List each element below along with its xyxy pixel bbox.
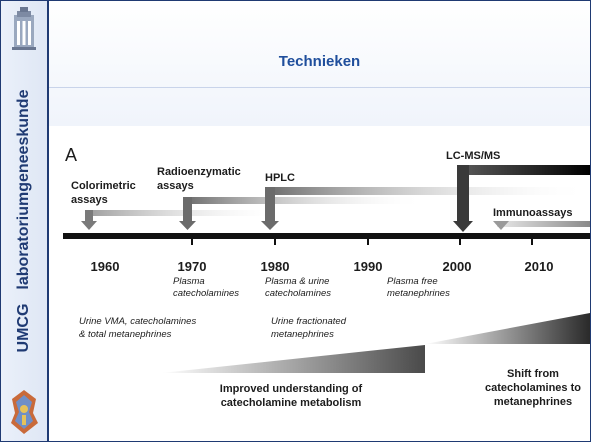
timeline-diagram: A Colorimetric assays Radioenzymatic ass… xyxy=(63,145,590,409)
milestone-label: catecholamines xyxy=(265,288,331,299)
lcmsms-arrowhead xyxy=(453,221,473,232)
immunoassays-bar xyxy=(497,221,590,227)
year-label: 1980 xyxy=(261,259,290,274)
lcmsms-stem xyxy=(457,165,469,225)
building-logo-icon xyxy=(12,7,36,50)
trend-label: metanephrines xyxy=(494,396,572,408)
colorimetric-stem xyxy=(85,210,93,222)
header-divider xyxy=(49,87,590,88)
milestone-label: Plasma xyxy=(173,276,205,287)
milestone-label: metanephrines xyxy=(387,288,450,299)
radioenzymatic-arrowhead xyxy=(179,221,196,230)
trend-label: Shift from xyxy=(507,368,559,380)
technique-label: Radioenzymatic xyxy=(157,166,241,178)
radioenzymatic-bar xyxy=(185,197,425,204)
technique-label: assays xyxy=(157,180,194,192)
axis-tick xyxy=(191,239,193,245)
urine-note: Urine VMA, catecholamines xyxy=(79,316,196,327)
technique-label: Colorimetric xyxy=(71,180,136,192)
sidebar: UMCG laboratoriumgeneeskunde xyxy=(1,1,49,441)
panel-label: A xyxy=(65,145,77,165)
sidebar-title: UMCG laboratoriumgeneeskunde xyxy=(15,90,33,353)
axis-tick xyxy=(459,239,461,245)
axis-tick xyxy=(367,239,369,245)
timeline-figure: A Colorimetric assays Radioenzymatic ass… xyxy=(61,141,590,431)
technique-label: LC-MS/MS xyxy=(446,150,500,162)
trend-label: catecholamines to xyxy=(485,382,581,394)
department-name: laboratoriumgeneeskunde xyxy=(15,89,32,290)
timeline-axis xyxy=(63,233,590,239)
year-label: 1970 xyxy=(178,259,207,274)
understanding-wedge xyxy=(161,345,425,373)
milestone-label: catecholamines xyxy=(173,288,239,299)
urine-note: metanephrines xyxy=(271,329,334,340)
year-label: 2000 xyxy=(443,259,472,274)
header xyxy=(49,1,590,126)
trend-label: Improved understanding of xyxy=(220,383,363,395)
shift-wedge xyxy=(425,313,590,344)
axis-tick xyxy=(274,239,276,245)
immunoassays-arrowhead xyxy=(493,221,509,230)
org-name: UMCG xyxy=(15,303,32,353)
lcmsms-bar xyxy=(459,165,590,175)
technique-label: HPLC xyxy=(265,172,295,184)
year-label: 1990 xyxy=(354,259,383,274)
hplc-bar xyxy=(267,187,590,195)
hplc-arrowhead xyxy=(261,221,279,230)
milestone-label: Plasma & urine xyxy=(265,276,329,287)
colorimetric-arrowhead xyxy=(81,221,97,230)
technique-label: Immunoassays xyxy=(493,207,572,219)
radioenzymatic-stem xyxy=(183,197,192,221)
year-label: 1960 xyxy=(91,259,120,274)
emblem-icon xyxy=(11,390,38,434)
urine-note: & total metanephrines xyxy=(79,329,172,340)
technique-label: assays xyxy=(71,194,108,206)
urine-note: Urine fractionated xyxy=(271,316,347,327)
year-label: 2010 xyxy=(525,259,554,274)
page-title: Technieken xyxy=(278,53,361,70)
hplc-stem xyxy=(265,187,275,221)
axis-tick xyxy=(531,239,533,245)
trend-label: catecholamine metabolism xyxy=(221,397,362,409)
milestone-label: Plasma free xyxy=(387,276,438,287)
